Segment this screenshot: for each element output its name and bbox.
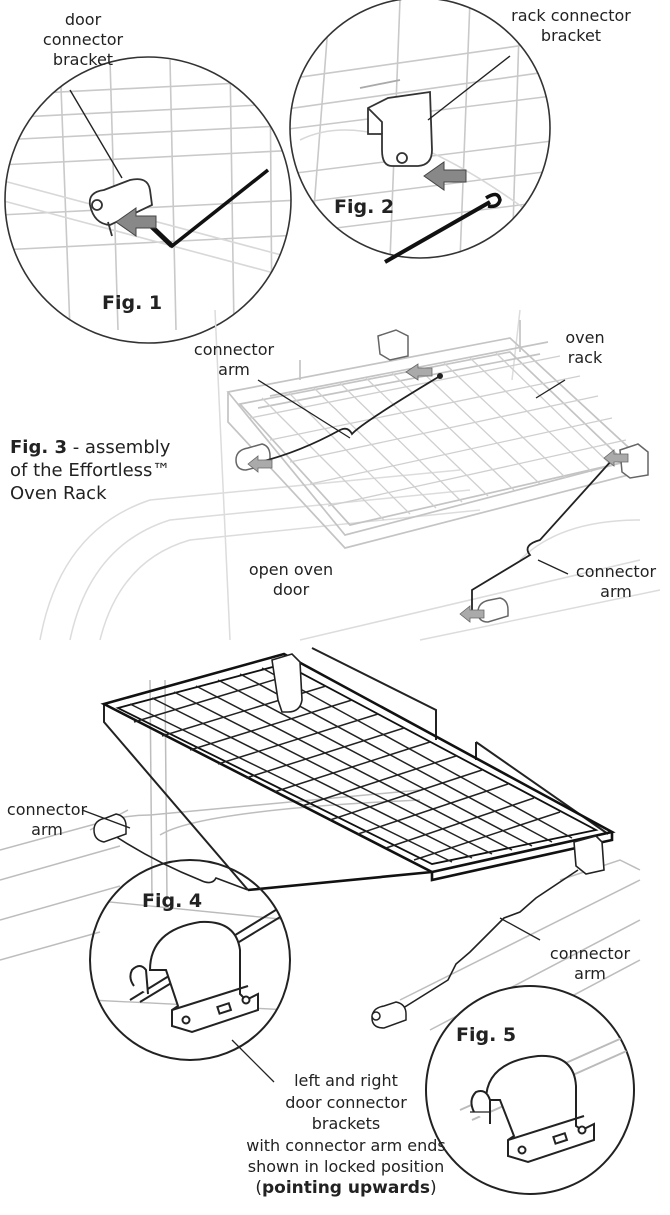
bottom-caption-line4: with connector arm ends xyxy=(246,1135,446,1155)
connector-arm-bottom-left xyxy=(105,829,249,891)
bottom-caption-line5: shown in locked position xyxy=(247,1157,445,1176)
fig4-title: Fig. 4 xyxy=(142,890,203,912)
fig3-caption: Fig. 3 - assembly of the Effortless™ Ove… xyxy=(10,436,210,505)
arrow-fig2 xyxy=(423,161,467,191)
label-oven-rack: oven rack xyxy=(565,328,605,367)
bottom-caption-emphasis: pointing upwards xyxy=(261,1177,431,1198)
bottom-caption-line6: (pointing upwards) xyxy=(206,1178,486,1200)
fig4-detail-circle xyxy=(89,859,291,1083)
label-connector-arm-bottom-right: connector arm xyxy=(549,944,631,983)
bottom-caption-line2: door connector xyxy=(285,1092,407,1112)
fig3-caption-line3: Oven Rack xyxy=(10,483,107,504)
fig3-title: Fig. 3 xyxy=(10,437,67,458)
fig3-assembly xyxy=(39,309,661,641)
label-connector-arm-bottom-left: connector arm xyxy=(6,800,88,839)
connector-arm-left-fig3 xyxy=(259,375,441,463)
arrow-fig1 xyxy=(115,207,157,237)
door-connector-bracket-fig1 xyxy=(88,178,153,237)
paren-close: ) xyxy=(430,1177,437,1198)
fig2-title: Fig. 2 xyxy=(334,196,395,218)
bottom-caption-line3: brackets xyxy=(311,1114,381,1133)
label-rack-connector-bracket: rack connector bracket xyxy=(511,6,631,45)
label-connector-arm-right-fig3: connector arm xyxy=(575,562,657,601)
fig1-title: Fig. 1 xyxy=(102,292,163,314)
fig2-detail-circle xyxy=(289,0,551,264)
bottom-caption-line1: left and right xyxy=(294,1071,398,1090)
fig3-caption-line1: - assembly xyxy=(66,437,171,458)
connector-arm-fig2 xyxy=(384,200,491,264)
connector-arm-right-fig3 xyxy=(471,459,613,612)
label-door-connector-bracket: door connector bracket xyxy=(42,10,124,69)
rack-connector-bracket-fig2 xyxy=(359,79,433,167)
connector-arm-fig1 xyxy=(148,168,270,249)
connector-arm-bottom-right xyxy=(385,869,579,1023)
fig3-caption-line2: of the Effortless™ xyxy=(10,460,171,481)
fig5-detail-circle xyxy=(425,985,635,1195)
label-open-oven-door: open oven door xyxy=(248,560,334,599)
label-connector-arm-fig3: connector arm xyxy=(193,340,275,379)
fig5-title: Fig. 5 xyxy=(456,1024,517,1046)
paren-open: ( xyxy=(255,1177,262,1198)
bottom-caption: left and right door connector brackets w… xyxy=(206,1070,486,1199)
